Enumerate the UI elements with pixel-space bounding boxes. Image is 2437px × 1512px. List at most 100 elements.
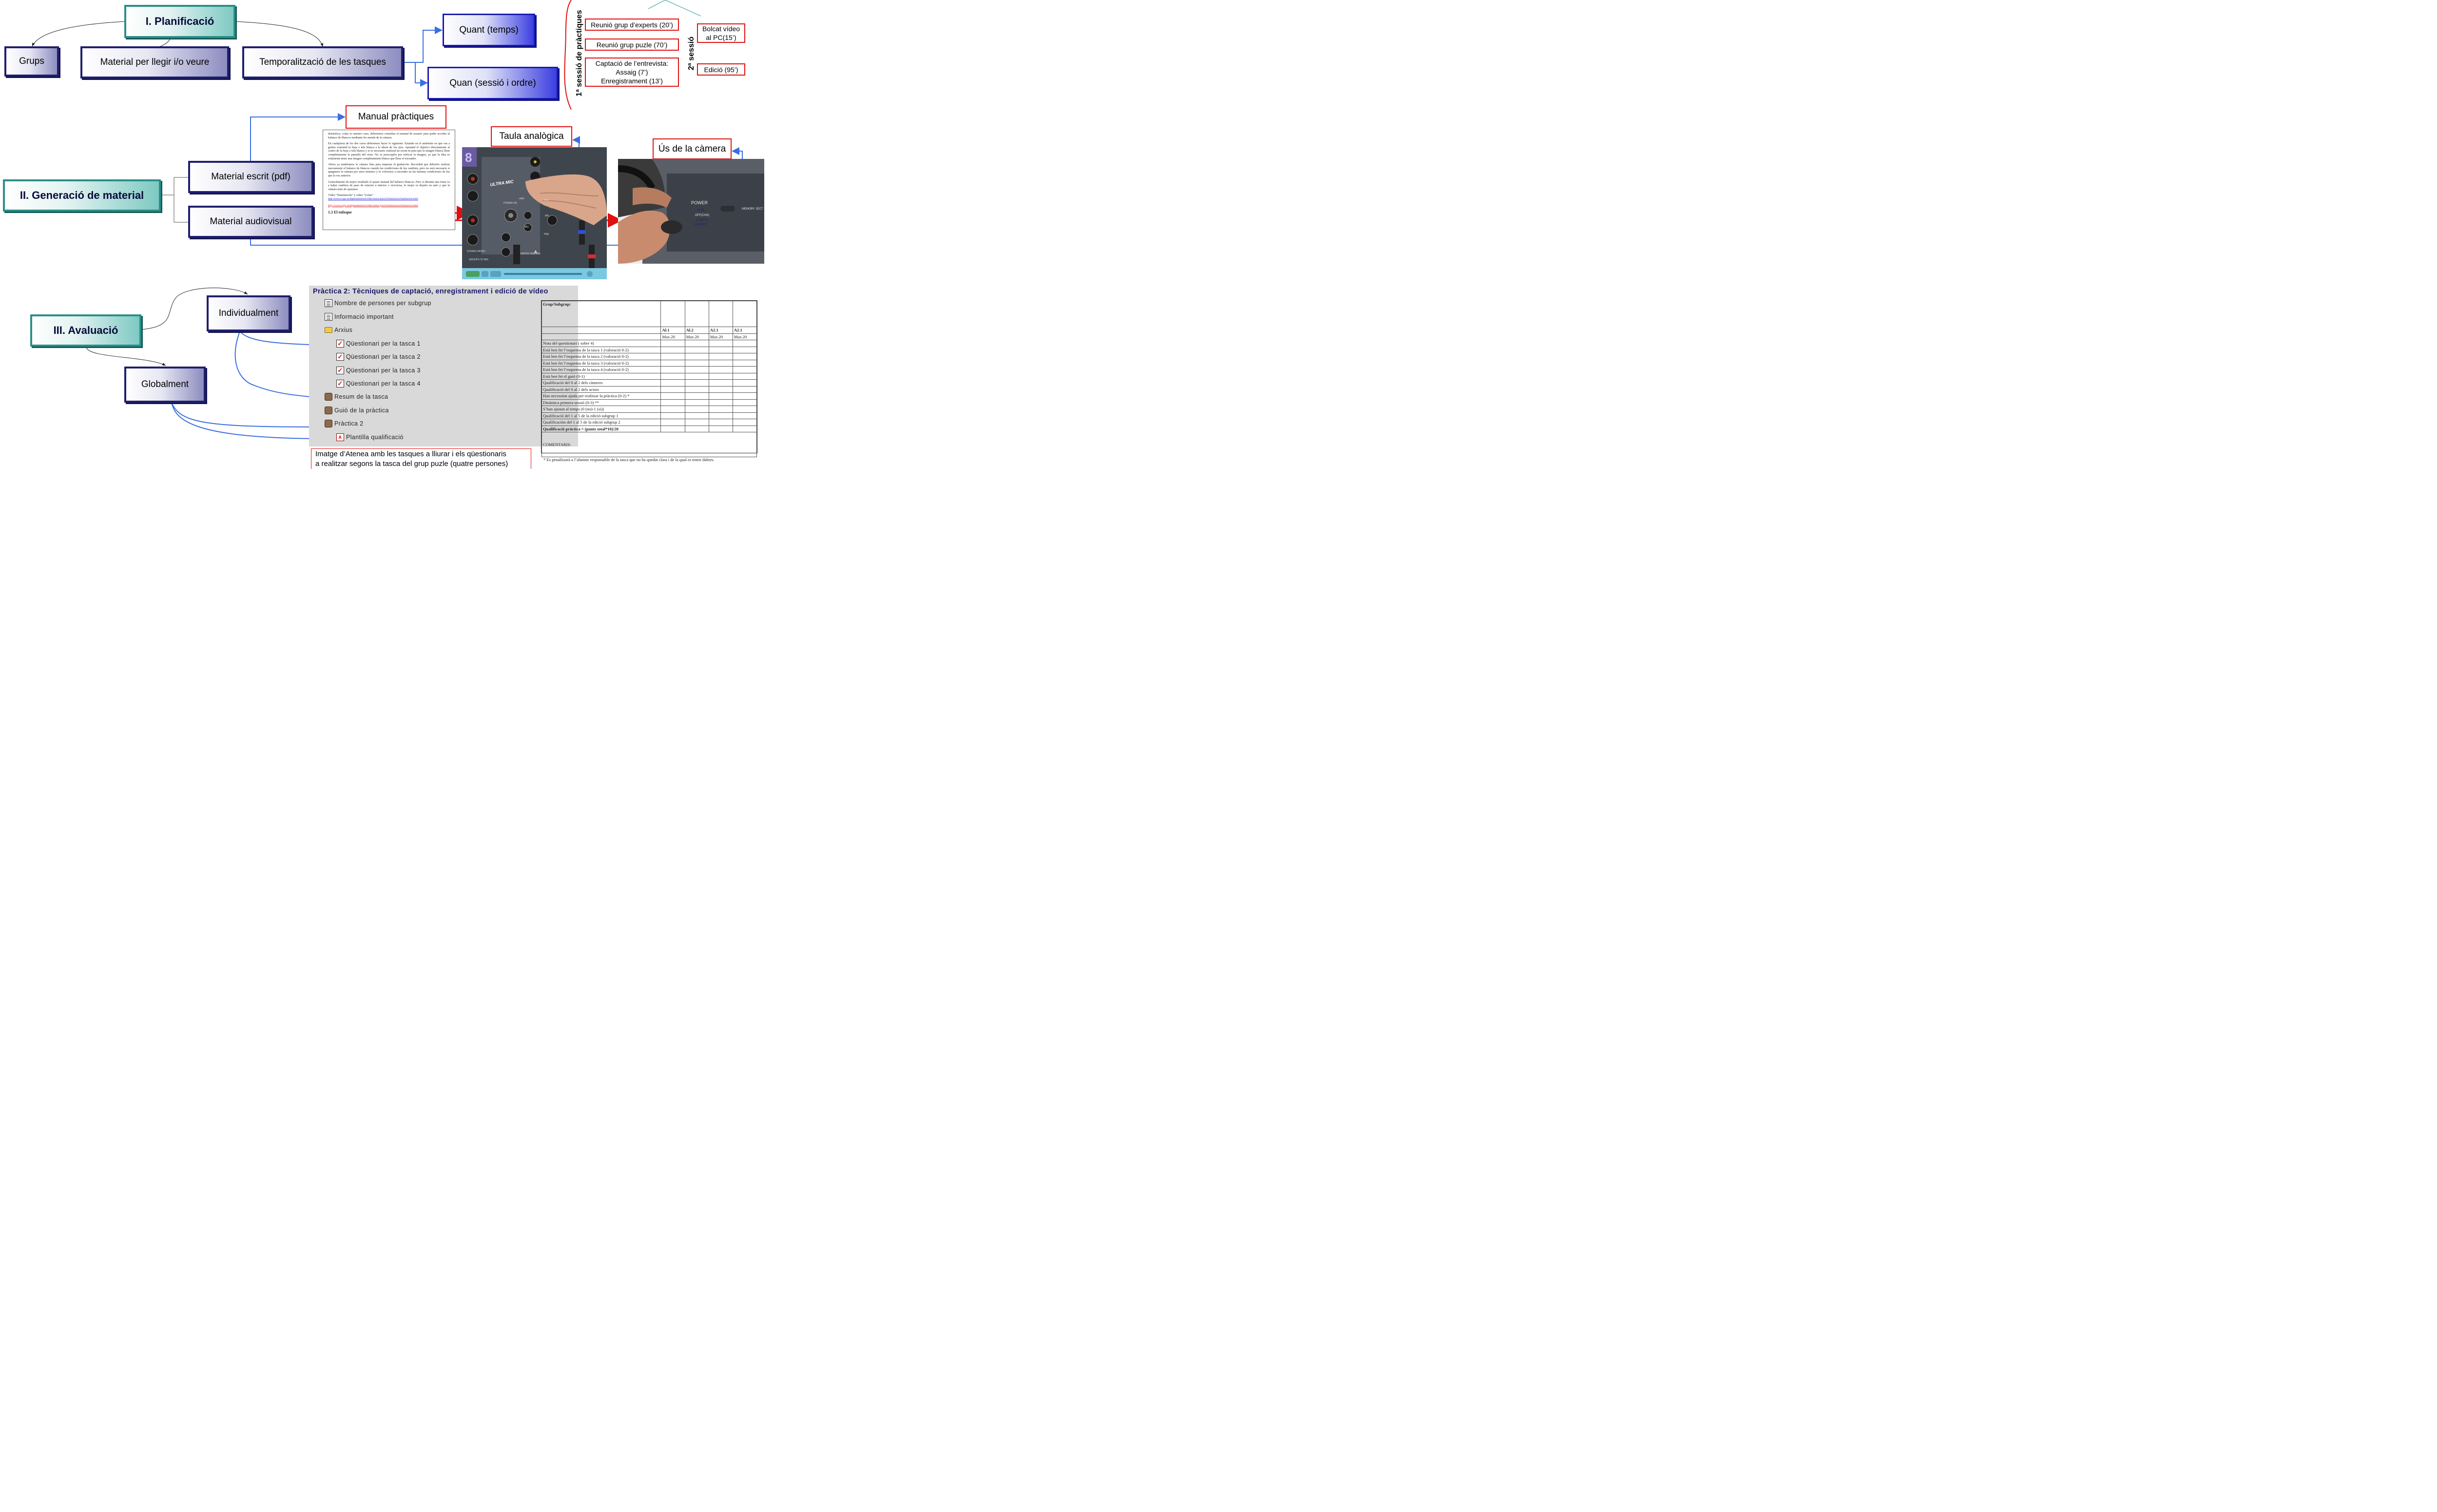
atenea-item-label: Pràctica 2 bbox=[334, 420, 364, 427]
atenea-item-label: Qüestionari per la tasca 1 bbox=[346, 340, 421, 347]
node-grups: Grups bbox=[4, 46, 59, 77]
stop-button[interactable] bbox=[482, 271, 488, 277]
document-icon bbox=[325, 313, 332, 321]
atenea-caption: Imatge d’Atenea amb les tasques a lliura… bbox=[311, 448, 531, 469]
pdf-paragraph-1: doméstica, como es nuestro caso, deberem… bbox=[328, 132, 450, 139]
quiz-icon: ✓ bbox=[336, 340, 344, 348]
atenea-panel: Pràctica 2: Tècniques de captació, enreg… bbox=[309, 286, 578, 446]
generacio-label: II. Generació de material bbox=[19, 189, 144, 201]
assignment-icon bbox=[325, 393, 332, 401]
assaig-text: Assaig (7’) bbox=[616, 68, 648, 76]
pdf-paragraph-4: Generalmente da mejor resultado el ajust… bbox=[328, 180, 450, 191]
assignment-icon bbox=[325, 407, 332, 414]
atenea-item-quest4[interactable]: ✓Qüestionari per la tasca 4 bbox=[336, 380, 421, 388]
node-globalment: Globalment bbox=[124, 367, 206, 403]
table-row: Qualificació del 0 al 2 dels actors bbox=[541, 386, 661, 393]
grade-table: Grup/Subgrup: Al.1 Al.2 A2.1 A2.1 Max.20… bbox=[541, 300, 757, 457]
camera-switch bbox=[720, 206, 735, 212]
mixer-photo: 8 ULTRA MIC POWER ON +48V STE bbox=[462, 147, 607, 279]
temporalitzacio-label: Temporalització de les tasques bbox=[259, 57, 386, 67]
quiz-icon: ✓ bbox=[336, 353, 344, 361]
mixer-pre: PRE bbox=[544, 233, 549, 236]
atenea-item-quest2[interactable]: ✓Qüestionari per la tasca 2 bbox=[336, 353, 421, 361]
table-row: Està ben fet l’esquema de la tasca 4 (va… bbox=[541, 366, 661, 373]
col-max: Max.20 bbox=[708, 333, 733, 340]
caption-line-1: Imatge d’Atenea amb les tasques a lliura… bbox=[315, 450, 506, 458]
session-bracket bbox=[564, 0, 572, 110]
col-max: Max.20 bbox=[660, 333, 685, 340]
seek-bar[interactable] bbox=[504, 273, 582, 275]
edicio-text: Edició (95’) bbox=[704, 65, 738, 74]
node-quant: Quant (temps) bbox=[443, 14, 535, 46]
mixer-phantom: +48V bbox=[519, 197, 524, 200]
table-row: Està ben fet l’esquema de la tasca 1 (va… bbox=[541, 346, 661, 353]
session1-item-experts: Reunió grup d’experts (20’) bbox=[585, 19, 679, 31]
camera-camera-label: CAMERA bbox=[696, 219, 709, 222]
link-temporal-quan bbox=[403, 62, 428, 87]
play-button[interactable] bbox=[466, 271, 480, 277]
mixer-a: A bbox=[534, 250, 537, 254]
atenea-item-quest1[interactable]: ✓Qüestionari per la tasca 1 bbox=[336, 340, 421, 348]
col-header: A2.1 bbox=[708, 327, 733, 334]
quant-label: Quant (temps) bbox=[459, 24, 519, 35]
atenea-item-label: Qüestionari per la tasca 3 bbox=[346, 367, 421, 374]
camera-off-label: OFF(CHG) bbox=[695, 214, 709, 217]
table-row: S’han ajustat al temps (0 (no)-1 (si)) bbox=[541, 406, 661, 413]
mixer-aux: AUX bbox=[544, 199, 549, 202]
label-manual: Manual pràctiques bbox=[346, 105, 446, 129]
folder-icon bbox=[325, 327, 332, 333]
col-header: Al.1 bbox=[660, 327, 685, 334]
node-material-llegir: Material per llegir i/o veure bbox=[80, 46, 229, 78]
atenea-item-practica2[interactable]: Pràctica 2 bbox=[325, 420, 364, 427]
session2-item-bolcat: Bolcat vídeo al PC(15’) bbox=[697, 23, 745, 43]
atenea-item-informacio[interactable]: Informació important bbox=[325, 313, 394, 321]
col-header: Al.2 bbox=[684, 327, 709, 334]
atenea-item-arxius[interactable]: Arxius bbox=[325, 327, 352, 333]
node-quan: Quan (sessió i ordre) bbox=[427, 67, 558, 99]
document-icon bbox=[325, 299, 332, 307]
material-llegir-label: Material per llegir i/o veure bbox=[100, 57, 210, 67]
table-row: Dinàmica primera sessió (0-3) ** bbox=[541, 399, 661, 406]
node-individualment: Individualment bbox=[207, 295, 290, 331]
link-temporal-quant bbox=[403, 26, 443, 63]
taula-text: Taula analògica bbox=[499, 131, 564, 141]
material-audiovisual-label: Material audiovisual bbox=[210, 216, 292, 227]
quiz-icon: ✓ bbox=[336, 380, 344, 388]
link-plan-grups bbox=[32, 21, 126, 47]
puzle-text: Reunió grup puzle (70’) bbox=[596, 40, 668, 49]
experts-text: Reunió grup d’experts (20’) bbox=[591, 20, 673, 29]
volume-icon[interactable] bbox=[587, 271, 593, 277]
globalment-label: Globalment bbox=[141, 379, 189, 389]
enregistrament-text: Enregistrament (13’) bbox=[601, 77, 663, 85]
material-escrit-label: Material escrit (pdf) bbox=[211, 172, 290, 182]
atenea-item-quest3[interactable]: ✓Qüestionari per la tasca 3 bbox=[336, 367, 421, 374]
node-material-audiovisual: Material audiovisual bbox=[188, 206, 313, 238]
table-row: Qualificació del 1 al 5 de la edició sub… bbox=[541, 412, 661, 419]
grade-header: Grup/Subgrup: bbox=[541, 301, 661, 327]
table-row: Està ben fet el guió (0-1) bbox=[541, 372, 661, 380]
atenea-item-persones[interactable]: Nombre de persones per subgrup bbox=[325, 299, 431, 307]
table-row: Està ben fet l’esquema de la tasca 3 (va… bbox=[541, 359, 661, 367]
pdf-icon: A bbox=[336, 433, 344, 441]
label-taula: Taula analògica bbox=[491, 126, 572, 147]
pdf-link-1[interactable]: http://www.rt.upc.es/departaments/el/vid… bbox=[328, 197, 418, 200]
step-button[interactable] bbox=[490, 271, 501, 277]
grade-footnote: * Es penalitzarà a l’alumne responsable … bbox=[543, 457, 715, 462]
quan-label: Quan (sessió i ordre) bbox=[449, 78, 536, 88]
pdf-link-2[interactable]: http://www.rt.upc.es/departaments/el/vid… bbox=[328, 204, 418, 207]
assignment-icon bbox=[325, 420, 332, 427]
atenea-item-label: Plantilla qualificació bbox=[346, 434, 404, 441]
table-row: Qualificació del 0 al 2 dels càmeres bbox=[541, 379, 661, 387]
link-aval-global bbox=[86, 347, 166, 366]
pdf-video-line: Video “Iluminación” y video “evitar” bbox=[328, 194, 373, 197]
mixer-matrix: MATRIX MASTER bbox=[521, 252, 541, 255]
camera-drawing: POWER VCR OFF(CHG) CAMERA MEMORY MEMORY … bbox=[618, 159, 764, 264]
atenea-item-label: Qüestionari per la tasca 2 bbox=[346, 353, 421, 360]
avaluacio-label: III. Avaluació bbox=[53, 324, 118, 336]
col-max: Max.20 bbox=[684, 333, 709, 340]
planificacio-title: I. Planificació bbox=[124, 5, 235, 38]
table-row: Està ben fet l’esquema de la tasca 2 (va… bbox=[541, 353, 661, 360]
atenea-item-guio[interactable]: Guió de la pràctica bbox=[325, 407, 389, 414]
atenea-item-resum[interactable]: Resum de la tasca bbox=[325, 393, 388, 401]
